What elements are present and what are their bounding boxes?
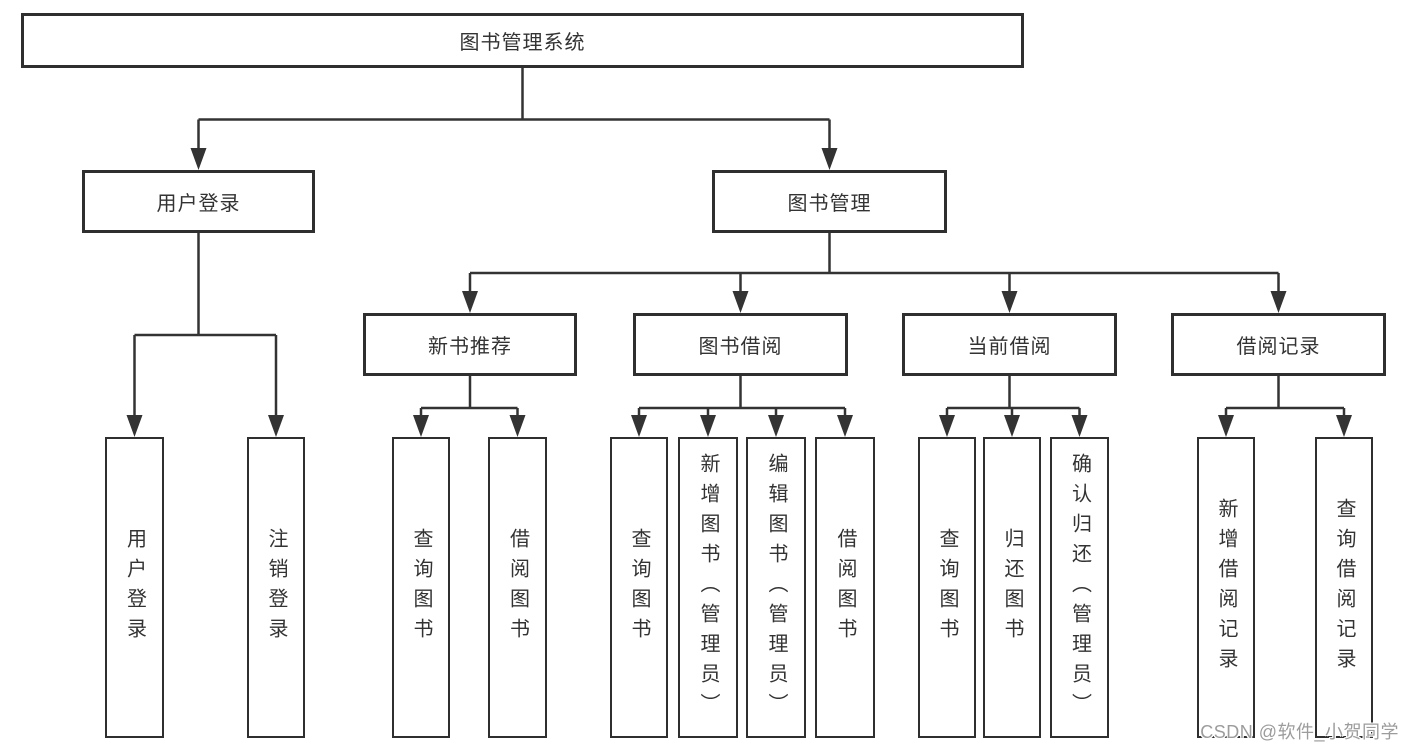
node-user-login: 用户登录: [82, 170, 315, 233]
node-label: 图书借阅: [698, 336, 783, 358]
leaf-label: 用户登录: [123, 527, 146, 648]
leaf-edit-book-admin: 编辑图书（管理员）: [746, 437, 806, 738]
node-label: 图书管理: [787, 193, 872, 215]
arrowhead: [126, 415, 143, 437]
arrowhead: [1270, 291, 1287, 313]
arrowhead: [413, 415, 429, 437]
arrowhead: [700, 415, 716, 437]
arrowhead: [1218, 415, 1234, 437]
leaf-borrow-books: 借阅图书: [815, 437, 875, 738]
leaf-label: 查询图书: [936, 527, 958, 648]
leaf-label: 新增借阅记录: [1215, 497, 1237, 678]
node-book-borrowing: 图书借阅: [633, 313, 848, 376]
node-label: 用户登录: [156, 193, 241, 215]
connector-user-login-branch: [126, 233, 284, 437]
arrowhead: [631, 415, 647, 437]
arrowhead: [1001, 291, 1018, 313]
node-book-management: 图书管理: [712, 170, 947, 233]
leaf-query-books-current: 查询图书: [918, 437, 976, 738]
leaf-query-books-recommend: 查询图书: [392, 437, 450, 738]
leaf-query-books-borrowing: 查询图书: [610, 437, 668, 738]
arrowhead: [939, 415, 955, 437]
leaf-borrow-books-recommend: 借阅图书: [488, 437, 547, 738]
watermark: CSDN @软件_小贺同学: [1200, 722, 1399, 742]
connector-root-to-level2: [190, 68, 838, 170]
arrowhead: [190, 148, 207, 170]
connector-book-management-to-level3: [462, 233, 1287, 313]
arrowhead: [1071, 415, 1088, 437]
leaf-label: 编辑图书（管理员）: [765, 452, 787, 723]
leaf-add-book-admin: 新增图书（管理员）: [678, 437, 738, 738]
leaf-label: 查询图书: [410, 527, 432, 648]
arrowhead: [509, 415, 526, 437]
leaf-add-borrow-record: 新增借阅记录: [1197, 437, 1255, 738]
connector-book-borrowing-branch: [631, 376, 853, 437]
connector-line: [197, 68, 831, 149]
node-library-system: 图书管理系统: [21, 13, 1024, 68]
arrowhead: [732, 291, 749, 313]
node-label: 当前借阅: [967, 336, 1052, 358]
leaf-user-login: 用户登录: [105, 437, 164, 738]
leaf-label: 查询图书: [628, 527, 650, 648]
connector-current-borrowing-branch: [939, 376, 1088, 437]
leaf-label: 确认归还（管理员）: [1068, 452, 1091, 723]
arrowhead: [1336, 415, 1352, 437]
leaf-label: 借阅图书: [834, 527, 856, 648]
connector-line: [468, 233, 1280, 292]
leaf-logout: 注销登录: [247, 437, 305, 738]
node-label: 借阅记录: [1236, 336, 1321, 358]
connector-line: [133, 233, 278, 416]
leaf-confirm-return-admin: 确认归还（管理员）: [1050, 437, 1109, 738]
node-borrowing-records: 借阅记录: [1171, 313, 1386, 376]
arrowhead: [837, 415, 853, 437]
arrowhead: [1004, 415, 1020, 437]
node-label: 新书推荐: [428, 336, 512, 358]
connector-line: [945, 376, 1081, 416]
connector-new-book-branch: [413, 376, 526, 437]
leaf-label: 注销登录: [265, 527, 287, 648]
arrowhead: [768, 415, 784, 437]
node-new-book-recommend: 新书推荐: [363, 313, 577, 376]
connector-line: [1224, 376, 1346, 416]
node-current-borrowing: 当前借阅: [902, 313, 1117, 376]
leaf-label: 新增图书（管理员）: [697, 452, 719, 723]
leaf-label: 借阅图书: [506, 527, 529, 648]
leaf-label: 查询借阅记录: [1333, 497, 1355, 678]
leaf-return-book: 归还图书: [983, 437, 1041, 738]
leaf-query-borrow-record: 查询借阅记录: [1315, 437, 1373, 738]
connector-line: [419, 376, 519, 416]
arrowhead: [268, 415, 284, 437]
leaf-label: 归还图书: [1001, 527, 1023, 648]
arrowhead: [821, 148, 838, 170]
connector-borrowing-records-branch: [1218, 376, 1352, 437]
node-label: 图书管理系统: [459, 32, 586, 54]
connector-line: [637, 376, 847, 416]
arrowhead: [462, 291, 478, 313]
